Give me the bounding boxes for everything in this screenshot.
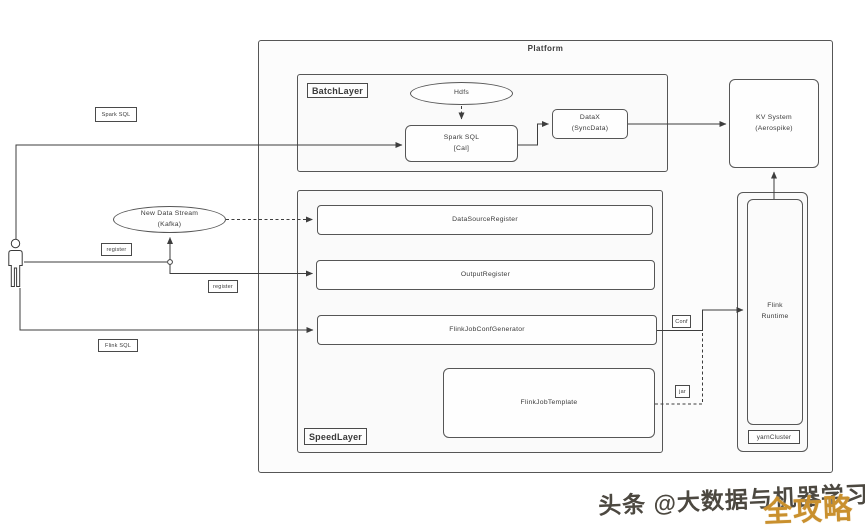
- spark-sql-edge-label: Spark SQL: [95, 107, 137, 122]
- spark-sql-node: Spark SQL [Cal]: [405, 125, 518, 162]
- output-register-node: OutputRegister: [316, 260, 655, 290]
- register-top-edge-label: register: [101, 243, 132, 256]
- watermark-overlay-text: 全攻略: [762, 493, 854, 525]
- hdfs-node: Hdfs: [410, 82, 513, 105]
- conf-edge-label: Conf: [672, 315, 691, 328]
- flink-sql-edge-label: Flink SQL: [98, 339, 138, 352]
- datax-node: DataX (SyncData): [552, 109, 628, 139]
- speed-layer-label: SpeedLayer: [304, 428, 367, 445]
- flink-job-conf-generator-node: FlinkJobConfGenerator: [317, 315, 657, 345]
- user-actor-icon: [8, 238, 23, 287]
- batch-layer-label: BatchLayer: [307, 83, 368, 98]
- kv-system-node: KV System (Aerospike): [729, 79, 819, 168]
- yarn-cluster-label: yarnCluster: [748, 430, 800, 444]
- platform-title: Platform: [527, 44, 564, 53]
- flink-runtime-node: Flink Runtime: [747, 199, 803, 425]
- data-source-register-node: DataSourceRegister: [317, 205, 653, 235]
- kafka-node: New Data Stream (Kafka): [113, 206, 226, 233]
- register-bottom-edge-label: register: [208, 280, 238, 293]
- junction-dot: [167, 259, 173, 265]
- flink-job-template-node: FlinkJobTemplate: [443, 368, 655, 438]
- jar-edge-label: jar: [675, 385, 690, 398]
